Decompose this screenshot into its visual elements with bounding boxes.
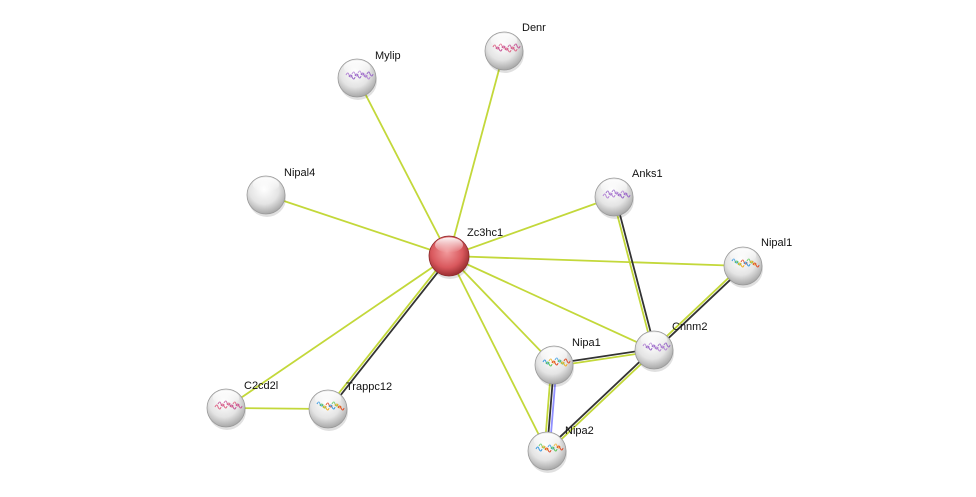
node-highlight bbox=[343, 60, 371, 75]
edge-line-textmining bbox=[448, 255, 555, 366]
node-cnnm2[interactable]: Cnnm2 bbox=[634, 321, 707, 372]
node-anks1[interactable]: Anks1 bbox=[594, 168, 663, 219]
node-label: Nipa1 bbox=[572, 337, 601, 349]
node-highlight bbox=[435, 237, 463, 253]
node-highlight bbox=[600, 179, 628, 194]
edge-zc3hc1-mylip[interactable] bbox=[356, 77, 450, 257]
node-label: Trappc12 bbox=[346, 381, 392, 393]
node-label: Mylip bbox=[375, 50, 401, 62]
edge-line-textmining bbox=[448, 255, 744, 267]
node-nipa2[interactable]: Nipa2 bbox=[527, 425, 594, 473]
edge-line-textmining bbox=[547, 350, 656, 453]
node-nipal1[interactable]: Nipal1 bbox=[723, 237, 792, 288]
node-label: Anks1 bbox=[632, 168, 663, 180]
node-denr[interactable]: Denr bbox=[484, 22, 546, 73]
edge-line-textmining bbox=[326, 254, 449, 409]
node-highlight bbox=[252, 177, 280, 192]
node-label: Zc3hc1 bbox=[467, 227, 503, 239]
node-highlight bbox=[640, 332, 668, 347]
edge-line-textmining bbox=[448, 255, 655, 351]
edge-line-coexpression bbox=[328, 256, 451, 411]
node-label: Nipal1 bbox=[761, 237, 792, 249]
edge-line-textmining bbox=[225, 255, 450, 409]
node-highlight bbox=[533, 433, 561, 448]
node-label: Nipa2 bbox=[565, 425, 594, 437]
node-mylip[interactable]: Mylip bbox=[337, 50, 401, 100]
edge-line-textmining bbox=[448, 255, 548, 452]
node-highlight bbox=[540, 347, 568, 362]
edge-line-coexpression bbox=[545, 348, 654, 451]
edge-nipal1-cnnm2[interactable] bbox=[652, 264, 745, 352]
edge-line-textmining bbox=[611, 197, 654, 351]
edge-line-textmining bbox=[265, 194, 450, 257]
node-highlight bbox=[212, 390, 240, 405]
edge-line-coexpression bbox=[614, 196, 657, 350]
edge-zc3hc1-denr[interactable] bbox=[448, 50, 505, 257]
node-label: Denr bbox=[522, 22, 546, 34]
edge-anks1-cnnm2[interactable] bbox=[611, 196, 657, 351]
node-highlight bbox=[490, 33, 518, 48]
node-c2cd2l[interactable]: C2cd2l bbox=[206, 380, 278, 430]
edge-line-textmining bbox=[356, 77, 450, 257]
node-label: C2cd2l bbox=[244, 380, 278, 392]
node-nipa1[interactable]: Nipa1 bbox=[534, 337, 601, 387]
edge-line-textmining bbox=[448, 50, 505, 257]
edge-zc3hc1-nipal1[interactable] bbox=[448, 255, 744, 267]
node-highlight bbox=[314, 391, 342, 406]
edge-zc3hc1-anks1[interactable] bbox=[448, 196, 615, 257]
node-highlight bbox=[729, 248, 757, 263]
edge-line-textmining bbox=[652, 264, 743, 350]
node-label: Nipal4 bbox=[284, 167, 315, 179]
edge-zc3hc1-trappc12[interactable] bbox=[326, 254, 451, 411]
node-nipal4[interactable]: Nipal4 bbox=[246, 167, 315, 217]
node-trappc12[interactable]: Trappc12 bbox=[308, 381, 392, 431]
edge-nipa2-cnnm2[interactable] bbox=[545, 348, 656, 453]
edge-zc3hc1-nipa2[interactable] bbox=[448, 255, 548, 452]
node-label: Cnnm2 bbox=[672, 321, 707, 333]
edge-zc3hc1-cnnm2[interactable] bbox=[448, 255, 655, 351]
edge-zc3hc1-nipal4[interactable] bbox=[265, 194, 450, 257]
edge-line-textmining bbox=[448, 196, 615, 257]
edge-zc3hc1-nipa1[interactable] bbox=[448, 255, 555, 366]
edge-line-coexpression bbox=[654, 266, 745, 352]
edge-zc3hc1-c2cd2l[interactable] bbox=[225, 255, 450, 409]
node-zc3hc1[interactable]: Zc3hc1 bbox=[428, 227, 503, 279]
